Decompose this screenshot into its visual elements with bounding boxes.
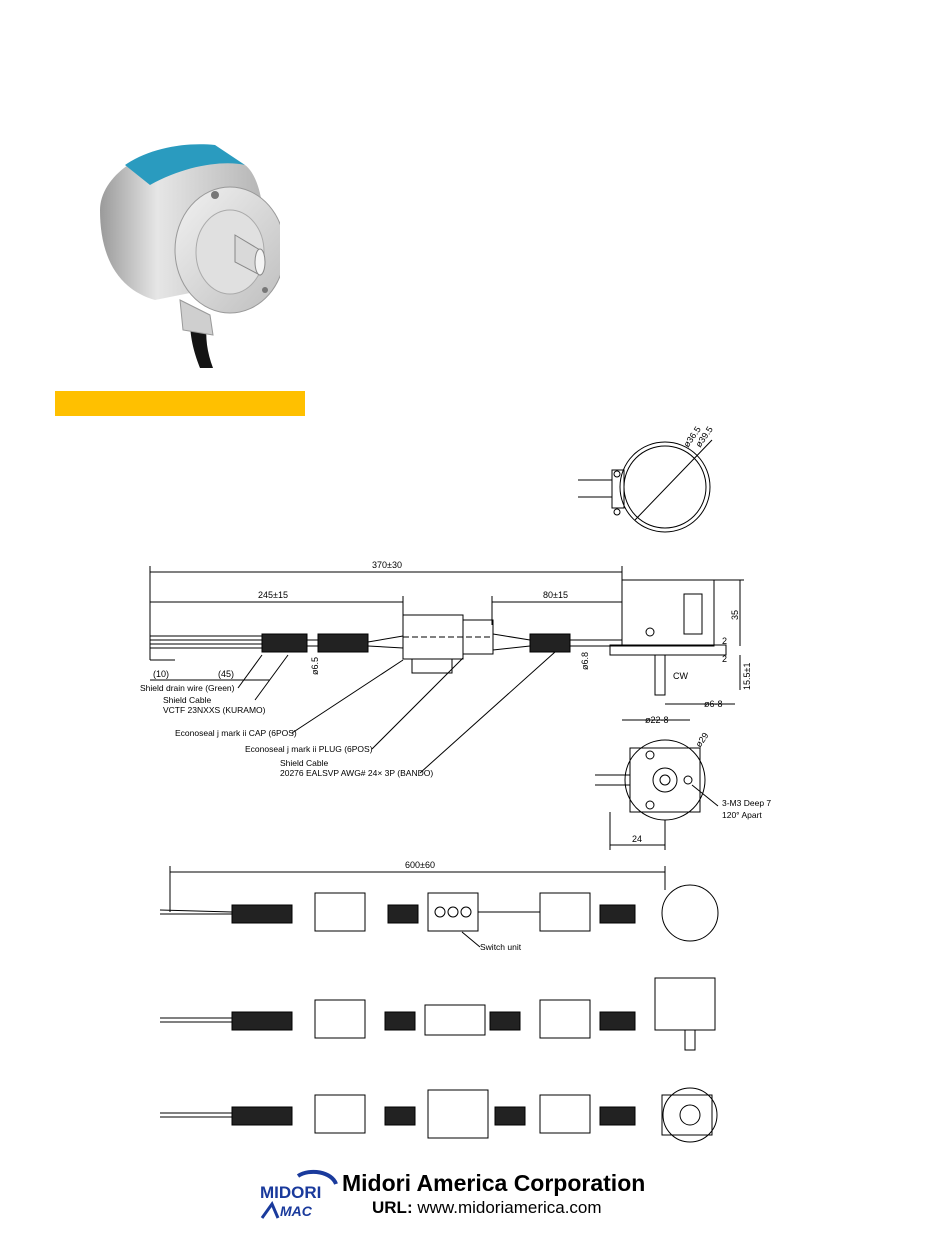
logo-top-text: MIDORI [260,1183,321,1202]
drain-wire-label: Shield drain wire (Green) [140,683,235,693]
mount-note-2: 120° Apart [722,810,762,820]
shaft-dia-label: ø6-8 [704,699,723,709]
company-url-line: URL: www.midoriamerica.com [372,1198,602,1218]
cable-dia-left-label: ø6.5 [310,657,320,675]
overall2-label: 600±60 [405,860,435,870]
end-view: ø39.5 ø36.5 [578,425,715,533]
flange-front-view: 24 ø29 3-M3 Deep 7 120° Apart [595,731,771,850]
height-label: 35 [730,610,740,620]
strip-length-label: (45) [218,669,234,679]
pilot-dia-label: ø22-8 [645,715,669,725]
mount-note-1: 3-M3 Deep 7 [722,798,771,808]
switch-unit-label: Switch unit [480,942,522,952]
rotation-label: CW [673,671,688,681]
url-label: URL: [372,1198,413,1217]
variant-side [160,977,716,1051]
company-name: Midori America Corporation [342,1170,646,1196]
shield-cable1-type: VCTF 23NXXS (KURAMO) [163,705,266,715]
cap-label: Econoseal j mark ii CAP (6POS) [175,728,297,738]
shaft-length-label: 15.5±1 [742,663,752,690]
shield-cable2-label: Shield Cable [280,758,328,768]
drain-length-label: (10) [153,669,169,679]
logo-bottom-text: MAC [280,1203,313,1219]
overall-length-label: 370±30 [372,560,402,570]
right-length-label: 80±15 [543,590,568,600]
flange-label: 2 [722,636,727,646]
bolt-circle-label: ø29 [693,731,710,749]
side-view-assembly: 370±30 245±15 80±15 (10) (45) ø6.5 ø6 [140,560,752,778]
url-link[interactable]: www.midoriamerica.com [417,1198,602,1217]
variant-switch-unit: 600±60 Switch unit [159,860,719,952]
cable-dia-right-label: ø6.8 [580,652,590,670]
width-label: 24 [632,834,642,844]
encoder-photo [100,144,280,368]
midori-logo: MIDORI MAC [260,1169,338,1219]
variant-front [160,1087,718,1143]
shield-cable1-label: Shield Cable [163,695,211,705]
plug-label: Econoseal j mark ii PLUG (6POS) [245,744,373,754]
flange2-label: 2 [722,654,727,664]
left-length-label: 245±15 [258,590,288,600]
section-header-bar [55,391,305,416]
shield-cable2-type: 20276 EALSVP AWG# 24× 3P (BANDO) [280,768,433,778]
